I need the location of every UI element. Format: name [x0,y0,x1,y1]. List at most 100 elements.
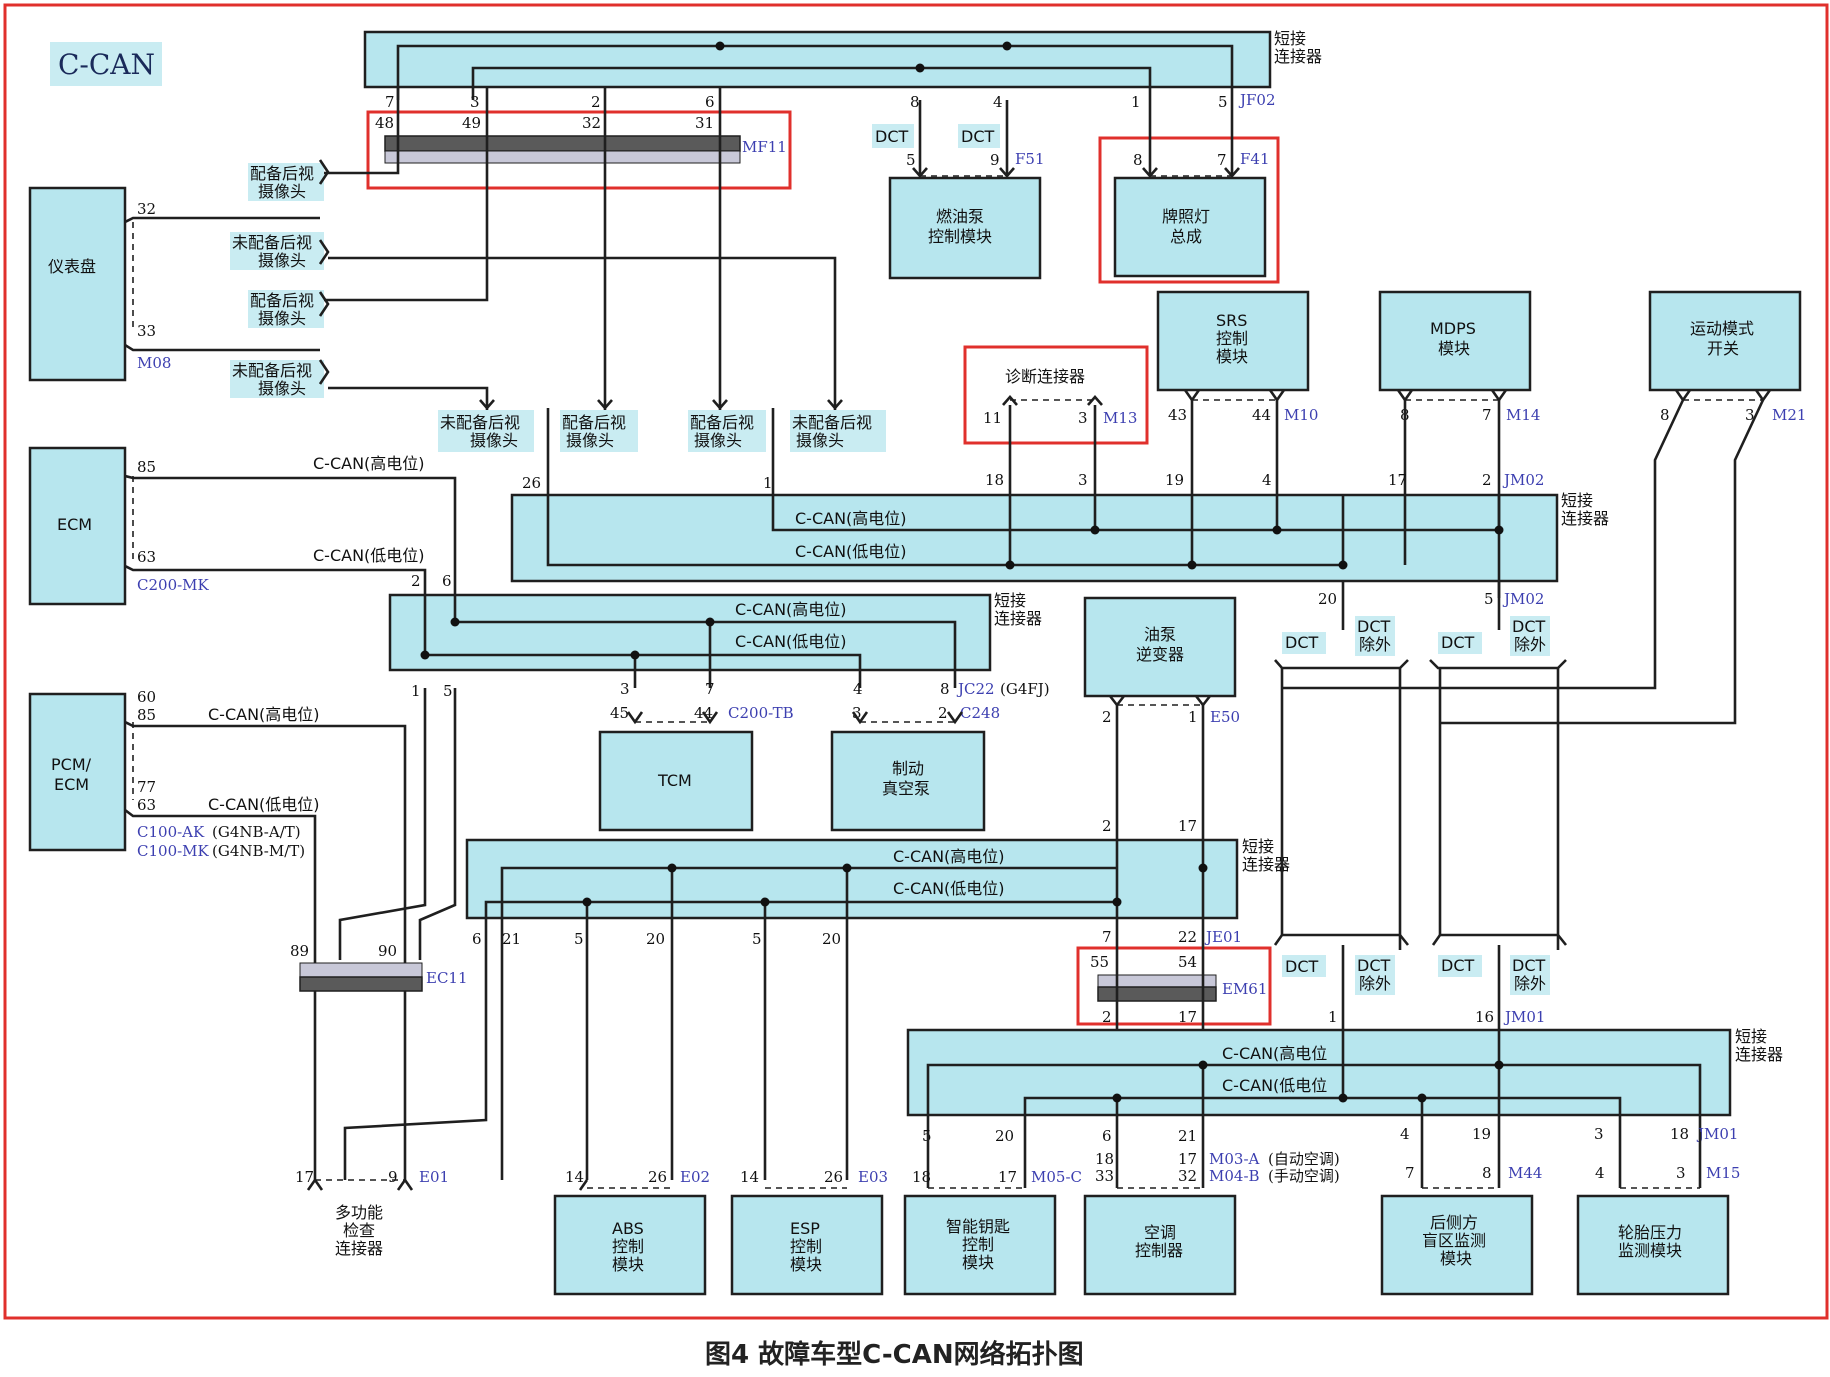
svg-text:控制: 控制 [790,1237,822,1256]
highlight-license-lamp [1098,136,1280,284]
svg-text:26: 26 [824,1168,843,1186]
svg-text:33: 33 [1095,1167,1114,1185]
svg-text:21: 21 [502,930,521,948]
svg-text:85: 85 [137,706,156,724]
svg-text:摄像头: 摄像头 [258,309,306,328]
svg-text:21: 21 [1178,1127,1197,1145]
svg-text:7: 7 [705,680,715,698]
svg-text:模块: 模块 [1438,339,1470,358]
svg-text:模块: 模块 [962,1253,994,1272]
svg-text:EC11: EC11 [426,969,468,987]
module-tcm [598,730,754,832]
svg-text:C-CAN(高电位): C-CAN(高电位) [735,600,847,619]
highlight-em61 [1076,946,1272,1026]
figure-caption: 图4 故障车型C-CAN网络拓扑图 [705,1339,1084,1370]
svg-text:检查: 检查 [343,1221,375,1240]
svg-text:C200-MK: C200-MK [137,576,210,594]
svg-text:3: 3 [852,704,862,722]
svg-text:(G4FJ): (G4FJ) [1000,680,1050,698]
svg-text:逆变器: 逆变器 [1136,645,1184,664]
svg-text:7: 7 [1482,406,1492,424]
svg-text:20: 20 [995,1127,1014,1145]
svg-text:1: 1 [1131,93,1141,111]
module-fuel-pump-control [888,176,1042,280]
svg-text:4: 4 [1595,1164,1605,1182]
svg-text:连接器: 连接器 [994,609,1042,628]
svg-text:M10: M10 [1284,406,1318,424]
svg-text:18: 18 [1670,1125,1689,1143]
svg-text:6: 6 [442,572,452,590]
module-ac-controller [1083,1194,1237,1296]
svg-text:M08: M08 [137,354,171,372]
svg-text:牌照灯: 牌照灯 [1162,207,1210,226]
module-blind-spot [1380,1194,1534,1296]
svg-text:连接器: 连接器 [1274,47,1322,66]
svg-text:短接: 短接 [994,591,1026,610]
svg-text:JM01: JM01 [1696,1125,1738,1143]
svg-text:F51: F51 [1015,150,1045,168]
svg-text:89: 89 [290,942,309,960]
svg-text:摄像头: 摄像头 [470,431,518,450]
module-esp [730,1194,884,1296]
svg-text:5: 5 [443,682,453,700]
svg-text:8: 8 [1660,406,1670,424]
svg-text:20: 20 [646,930,665,948]
joint-connector-jm02 [510,493,1559,583]
highlight-diag [963,345,1149,445]
svg-text:17: 17 [998,1168,1017,1186]
svg-text:26: 26 [648,1168,667,1186]
svg-text:8: 8 [1482,1164,1492,1182]
svg-text:18: 18 [1095,1150,1114,1168]
svg-text:开关: 开关 [1707,339,1739,358]
svg-text:63: 63 [137,796,156,814]
svg-text:5: 5 [574,930,584,948]
svg-text:仪表盘: 仪表盘 [48,257,96,276]
svg-text:8: 8 [1133,151,1143,169]
svg-text:智能钥匙: 智能钥匙 [946,1217,1010,1236]
svg-text:C-CAN(高电位): C-CAN(高电位) [208,705,320,724]
svg-text:MF11: MF11 [742,138,787,156]
svg-text:C-CAN(低电位): C-CAN(低电位) [893,879,1005,898]
svg-text:ESP: ESP [790,1219,820,1238]
svg-text:18: 18 [912,1168,931,1186]
svg-text:26: 26 [522,474,541,492]
svg-text:17: 17 [1178,1150,1197,1168]
svg-text:控制器: 控制器 [1135,1241,1183,1260]
svg-text:摄像头: 摄像头 [258,182,306,201]
svg-text:模块: 模块 [1216,347,1248,366]
svg-text:连接器: 连接器 [1242,855,1290,874]
svg-text:8: 8 [940,680,950,698]
svg-text:(G4NB-A/T): (G4NB-A/T) [212,823,301,841]
svg-text:1: 1 [411,682,421,700]
svg-text:后侧方: 后侧方 [1430,1213,1478,1232]
svg-text:9: 9 [388,1168,398,1186]
svg-text:PCM/: PCM/ [51,755,92,774]
svg-text:除外: 除外 [1514,635,1546,654]
svg-text:JM02: JM02 [1502,471,1544,489]
svg-text:EM61: EM61 [1222,980,1267,998]
diagram-frame [3,3,1829,1320]
svg-text:DCT: DCT [875,127,908,146]
svg-text:32: 32 [1178,1167,1197,1185]
svg-text:摄像头: 摄像头 [796,431,844,450]
svg-text:(手动空调): (手动空调) [1268,1167,1340,1185]
svg-text:C-CAN(高电位: C-CAN(高电位 [1222,1044,1327,1063]
svg-text:连接器: 连接器 [1735,1045,1783,1064]
svg-text:F41: F41 [1240,150,1270,168]
svg-text:3: 3 [470,93,480,111]
svg-text:真空泵: 真空泵 [882,779,930,798]
svg-text:E02: E02 [680,1168,710,1186]
svg-text:16: 16 [1475,1008,1494,1026]
svg-text:3: 3 [1676,1164,1686,1182]
module-abs [553,1194,707,1296]
svg-text:M44: M44 [1508,1164,1542,1182]
svg-text:49: 49 [462,114,481,132]
svg-text:控制: 控制 [612,1237,644,1256]
svg-text:1: 1 [1188,708,1198,726]
svg-text:11: 11 [983,409,1002,427]
svg-text:短接: 短接 [1242,837,1274,856]
module-ecm [28,446,127,606]
svg-text:E03: E03 [858,1168,888,1186]
svg-text:摄像头: 摄像头 [258,379,306,398]
svg-text:63: 63 [137,548,156,566]
